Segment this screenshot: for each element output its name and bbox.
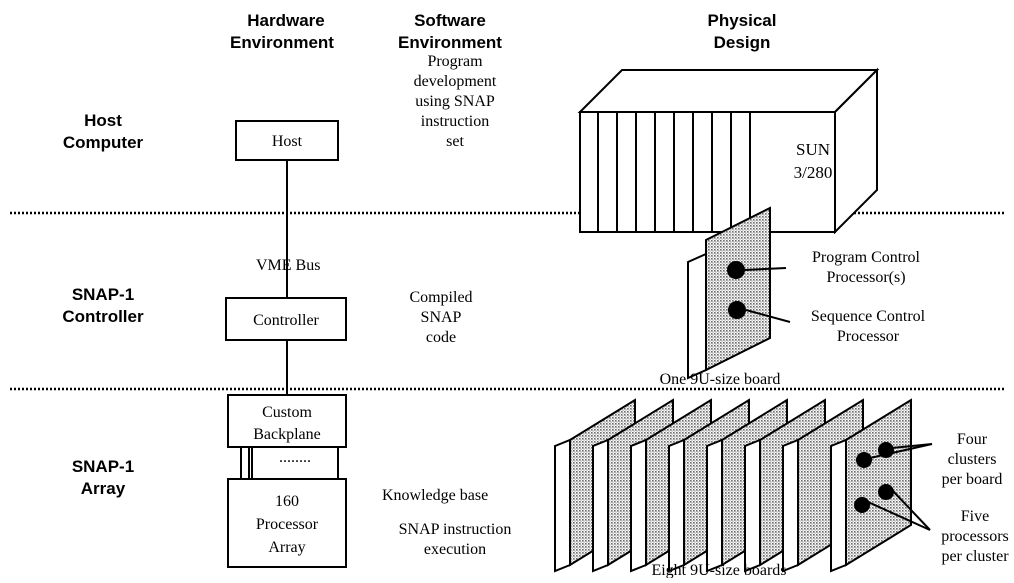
array-boards <box>554 398 933 573</box>
svg-text:Environment: Environment <box>398 33 502 52</box>
software-knowledge-base-text: Knowledge base <box>382 487 488 504</box>
svg-text:Controller: Controller <box>62 307 144 326</box>
svg-text:Design: Design <box>714 33 771 52</box>
controller-board-caption: One 9U-size board <box>660 371 781 388</box>
processor-array-box: 160 Processor Array <box>227 478 347 568</box>
column-header-software: Software Environment <box>398 11 502 52</box>
svg-text:development: development <box>414 73 497 90</box>
svg-text:Array: Array <box>268 539 305 556</box>
column-header-hardware: Hardware Environment <box>230 11 334 52</box>
host-box: Host <box>235 120 339 161</box>
svg-text:Environment: Environment <box>230 33 334 52</box>
svg-text:Host: Host <box>272 133 303 150</box>
svg-text:Array: Array <box>81 479 126 498</box>
software-execution-text: SNAP instruction execution <box>399 521 512 558</box>
software-host-text: Program development using SNAP instructi… <box>414 53 497 150</box>
custom-backplane-box: Custom Backplane <box>227 394 347 448</box>
row-label-snap1-controller: SNAP-1 Controller <box>62 285 144 326</box>
cluster-chip <box>856 452 872 468</box>
svg-text:processors: processors <box>941 528 1009 545</box>
svg-text:instruction: instruction <box>421 113 489 130</box>
svg-text:Controller: Controller <box>253 312 319 329</box>
svg-text:Compiled: Compiled <box>409 289 472 306</box>
software-controller-text: Compiled SNAP code <box>409 289 472 346</box>
svg-text:Processor: Processor <box>837 328 900 345</box>
array-board-front <box>830 398 912 573</box>
svg-text:set: set <box>446 133 464 150</box>
svg-text:SNAP-1: SNAP-1 <box>72 457 134 476</box>
svg-text:Program Control: Program Control <box>812 249 921 266</box>
svg-text:SNAP-1: SNAP-1 <box>72 285 134 304</box>
row-label-host-computer: Host Computer <box>63 111 144 152</box>
svg-text:SUN: SUN <box>796 140 830 159</box>
svg-text:clusters: clusters <box>948 451 997 468</box>
svg-text:execution: execution <box>424 541 486 558</box>
svg-text:160: 160 <box>275 493 299 510</box>
controller-callouts: Program Control Processor(s) Sequence Co… <box>811 249 926 345</box>
svg-text:........: ........ <box>279 449 311 466</box>
svg-text:Hardware: Hardware <box>247 11 324 30</box>
vme-bus-label: VME Bus <box>256 257 320 274</box>
svg-text:Sequence Control: Sequence Control <box>811 308 926 325</box>
svg-text:Five: Five <box>961 508 989 525</box>
svg-text:Software: Software <box>414 11 486 30</box>
svg-text:using SNAP: using SNAP <box>415 93 495 110</box>
controller-box: Controller <box>225 297 347 341</box>
sequence-control-processor-chip <box>728 301 746 319</box>
svg-text:Host: Host <box>84 111 122 130</box>
svg-text:Backplane: Backplane <box>253 426 321 443</box>
svg-text:Computer: Computer <box>63 133 144 152</box>
array-callouts: Four clusters per board Five processors … <box>941 431 1009 565</box>
svg-text:SNAP: SNAP <box>421 309 462 326</box>
column-header-physical: Physical Design <box>708 11 777 52</box>
svg-text:3/280: 3/280 <box>794 163 833 182</box>
program-control-processor-chip <box>727 261 745 279</box>
row-label-snap1-array: SNAP-1 Array <box>72 457 134 498</box>
array-boards-caption: Eight 9U-size boards <box>651 562 786 578</box>
controller-board <box>687 206 791 380</box>
sun-workstation-cabinet: SUN 3/280 <box>577 67 880 235</box>
svg-text:Processor(s): Processor(s) <box>826 269 905 286</box>
svg-text:Program: Program <box>427 53 483 70</box>
svg-text:per board: per board <box>942 471 1003 488</box>
svg-text:Four: Four <box>957 431 988 448</box>
svg-text:per cluster: per cluster <box>941 548 1009 565</box>
cluster-chip <box>878 484 894 500</box>
cluster-chip <box>854 497 870 513</box>
svg-text:Physical: Physical <box>708 11 777 30</box>
svg-text:code: code <box>426 329 456 346</box>
svg-text:SNAP instruction: SNAP instruction <box>399 521 512 538</box>
svg-text:Processor: Processor <box>256 516 319 533</box>
backplane-connector: ........ <box>240 446 339 480</box>
svg-text:Custom: Custom <box>262 404 312 421</box>
